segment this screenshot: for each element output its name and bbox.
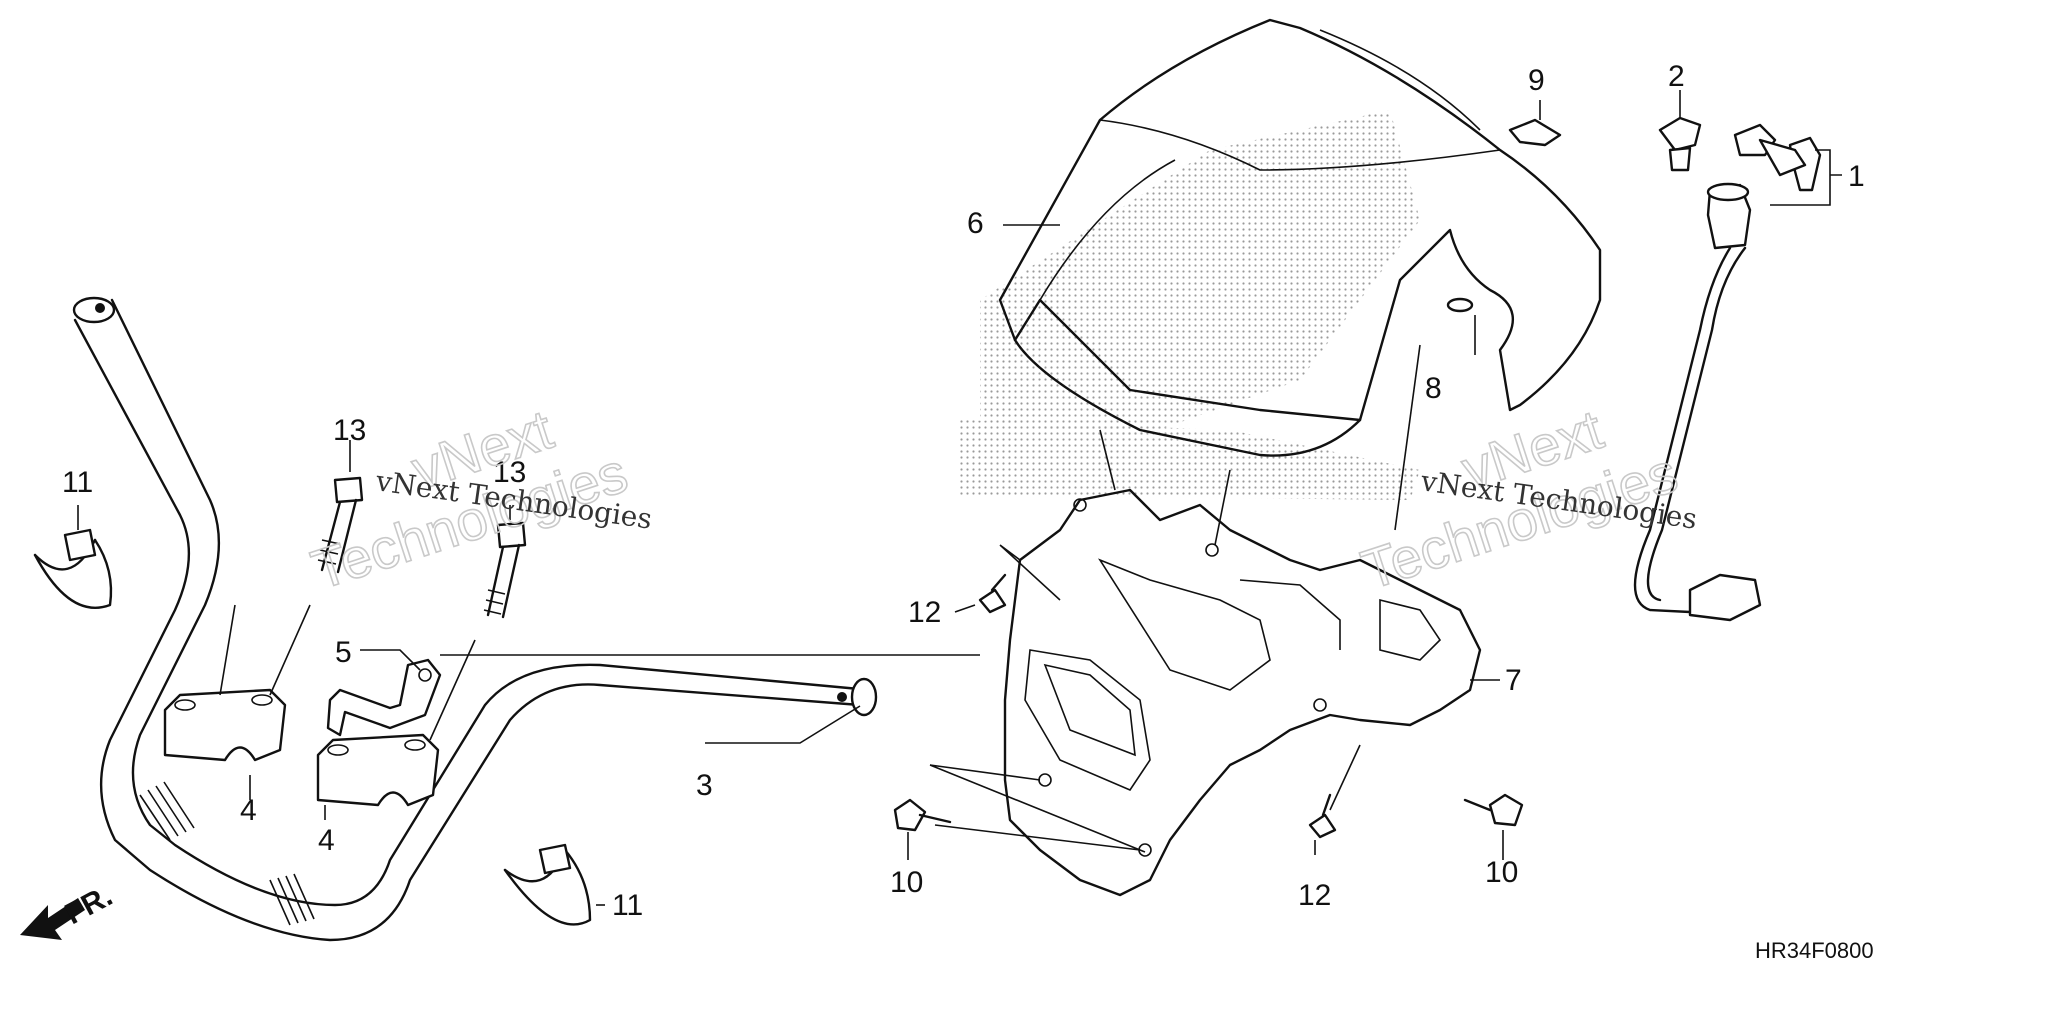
callout-11-upper: 11 [62,466,93,499]
leader-lines [77,90,1842,906]
callout-8: 8 [1425,372,1442,405]
grip-rings-left [139,781,315,926]
callout-11-lower: 11 [612,889,643,922]
handlebar-holder-upper [163,688,287,762]
callout-2: 2 [1668,60,1685,93]
callout-4-upper: 4 [240,794,257,827]
dotted-shading [960,110,1420,500]
callouts: 1 2 3 4 4 5 6 7 8 9 10 10 11 11 12 12 13… [62,60,1865,922]
bolt-13-left [317,476,364,574]
callout-10-right: 10 [1485,856,1518,889]
front-arrow-icon [20,898,85,940]
handlebar-upper-cover [998,18,1602,457]
callout-6: 6 [967,207,984,240]
key-switch-assembly [1633,123,1822,622]
callout-12-left: 12 [908,596,941,629]
handlebar [72,296,878,942]
callout-10-left: 10 [890,866,923,899]
cable-band-upper [33,528,113,610]
front-label: FR. [60,879,118,931]
key-part-2 [1658,116,1702,172]
callout-3: 3 [696,769,713,802]
callout-7: 7 [1505,664,1522,697]
callout-9: 9 [1528,64,1545,97]
bolt-10-right [1463,793,1524,827]
cable-band-lower [503,843,592,926]
screw-12-right [1308,793,1337,839]
callout-12-right: 12 [1298,879,1331,912]
handlebar-holder-lower [316,733,440,807]
grommet-8 [1446,297,1474,313]
callout-13-left: 13 [333,414,366,447]
callout-4-lower: 4 [318,824,335,857]
front-direction-indicator: FR. [20,879,118,940]
screw-12-left [978,573,1007,614]
callout-13-right: 13 [493,456,526,489]
bolt-13-right [483,521,527,619]
callout-5: 5 [335,636,352,669]
bracket-5 [326,658,442,737]
handlebar-lower-cover [1003,488,1482,897]
bolt-10-left [893,798,952,832]
diagram-code: HR34F0800 [1755,938,1874,963]
callout-1: 1 [1848,160,1865,193]
clip-9 [1508,118,1562,147]
